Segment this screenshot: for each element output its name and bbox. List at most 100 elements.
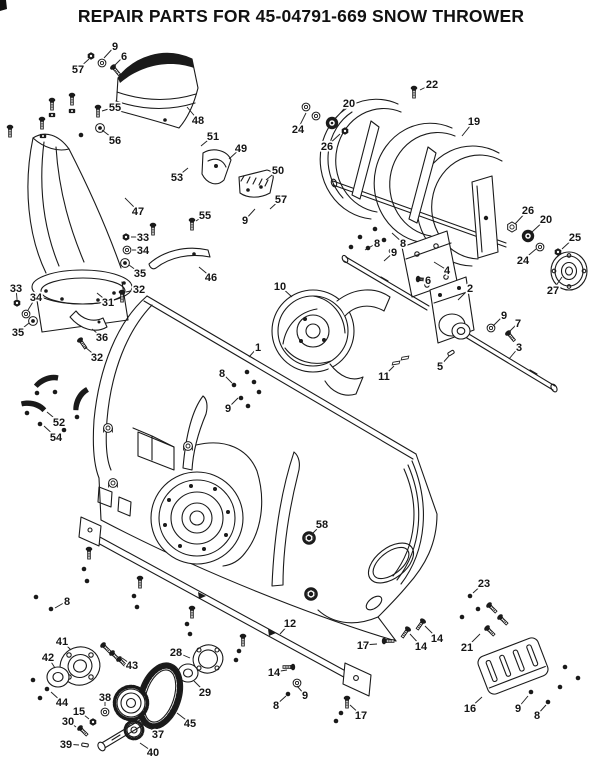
callout-leader-36 — [91, 328, 103, 338]
callout-label-54: 54 — [50, 432, 63, 444]
callout-leader-57 — [77, 58, 90, 70]
nutSq-fastener-icon — [39, 133, 47, 139]
callout-label-48: 48 — [192, 115, 204, 127]
callout-label-6: 6 — [121, 51, 127, 63]
callout-leader-50 — [265, 169, 279, 181]
callout-leader-9 — [103, 45, 116, 59]
part-2-axle-bracket — [429, 276, 475, 344]
part-40-drive-shaft — [97, 719, 145, 752]
callout-leader-24 — [297, 112, 307, 130]
callout-label-38: 38 — [99, 692, 111, 704]
dot-fastener-icon — [81, 566, 87, 572]
callout-label-49: 49 — [235, 143, 247, 155]
washer-fastener-icon — [122, 245, 132, 255]
callout-label-24: 24 — [292, 124, 305, 136]
callout-label-40: 40 — [147, 747, 159, 759]
callout-leader-35 — [17, 322, 30, 333]
callout-label-32: 32 — [133, 284, 145, 296]
dot-fastener-icon — [231, 382, 237, 388]
callout-label-9: 9 — [302, 690, 308, 702]
dot-fastener-icon — [74, 414, 80, 420]
callout-label-27: 27 — [547, 285, 559, 297]
callout-label-9: 9 — [501, 310, 507, 322]
callout-label-20: 20 — [540, 214, 552, 226]
part-1-auger-housing — [92, 295, 438, 642]
callout-label-43: 43 — [126, 660, 138, 672]
dot-fastener-icon — [24, 410, 30, 416]
callout-leader-44 — [50, 691, 63, 703]
bolt-fastener-icon — [48, 97, 56, 111]
pin-fastener-icon — [447, 349, 455, 357]
callout-leader-14 — [409, 633, 422, 647]
pin-fastener-icon — [81, 742, 89, 748]
callout-leader-23 — [472, 582, 485, 594]
callout-leader-14 — [273, 669, 288, 673]
callout-label-35: 35 — [134, 268, 146, 280]
key-fastener-icon — [391, 360, 401, 366]
boss-fastener-icon — [108, 478, 118, 488]
callout-label-6: 6 — [425, 275, 431, 287]
callout-label-8: 8 — [374, 238, 380, 250]
dot-fastener-icon — [575, 675, 581, 681]
callout-label-22: 22 — [426, 79, 438, 91]
dot-fastener-icon — [372, 226, 378, 232]
callout-label-26: 26 — [321, 141, 333, 153]
callout-label-3: 3 — [516, 342, 522, 354]
part-12-scraper-bar — [78, 516, 372, 697]
callout-label-21: 21 — [461, 642, 473, 654]
part-49-plate — [201, 149, 232, 185]
drum-bolt-holes — [163, 484, 230, 551]
dot-fastener-icon — [357, 234, 363, 240]
callout-leader-26 — [326, 133, 341, 147]
callout-label-8: 8 — [534, 710, 540, 722]
dot-fastener-icon — [467, 593, 473, 599]
nutD-fastener-icon — [554, 248, 562, 256]
callout-leader-15 — [78, 710, 90, 720]
key-fastener-icon — [400, 355, 410, 361]
washer-fastener-icon — [486, 323, 496, 333]
dot-fastener-icon — [44, 686, 50, 692]
callout-label-33: 33 — [137, 232, 149, 244]
nutD-fastener-icon — [87, 52, 95, 60]
dot-fastener-icon — [562, 664, 568, 670]
bolt-fastener-icon — [486, 602, 498, 614]
bolt-fastener-icon — [100, 642, 112, 654]
washer-fastener-icon — [311, 111, 321, 121]
callout-label-37: 37 — [152, 729, 164, 741]
callout-leader-25 — [561, 236, 576, 250]
callout-leader-28 — [175, 651, 191, 659]
dot-fastener-icon — [78, 132, 84, 138]
callout-leader-30 — [67, 720, 77, 728]
part-36-bracket — [69, 310, 108, 331]
dot-fastener-icon — [37, 695, 43, 701]
callout-leader-22 — [419, 83, 433, 91]
callout-label-45: 45 — [184, 718, 196, 730]
callout-leader-53 — [176, 167, 189, 178]
dot-fastener-icon — [475, 606, 481, 612]
bolt-fastener-icon — [497, 614, 509, 626]
callout-label-47: 47 — [132, 206, 144, 218]
callout-label-9: 9 — [112, 41, 118, 53]
callout-leader-45 — [176, 712, 191, 724]
callout-label-58: 58 — [316, 519, 328, 531]
callout-leader-9 — [227, 397, 239, 409]
callout-label-8: 8 — [219, 368, 225, 380]
callout-leader-6 — [113, 55, 125, 67]
dot-fastener-icon — [30, 677, 36, 683]
callout-leader-3 — [508, 346, 520, 360]
bolt-fastener-icon — [6, 124, 14, 138]
bolt-fastener-icon — [109, 650, 121, 662]
bolt-fastener-icon — [343, 695, 351, 709]
callout-leader-9 — [296, 685, 306, 696]
bolt-fastener-icon — [188, 605, 196, 619]
dot-fastener-icon — [184, 621, 190, 627]
dot-fastener-icon — [333, 718, 339, 724]
callout-label-2: 2 — [467, 283, 473, 295]
callout-leader-1 — [248, 346, 259, 358]
callout-label-50: 50 — [272, 165, 284, 177]
callout-leader-7 — [508, 322, 519, 333]
callout-label-52: 52 — [53, 417, 65, 429]
callout-leader-9 — [383, 251, 395, 262]
